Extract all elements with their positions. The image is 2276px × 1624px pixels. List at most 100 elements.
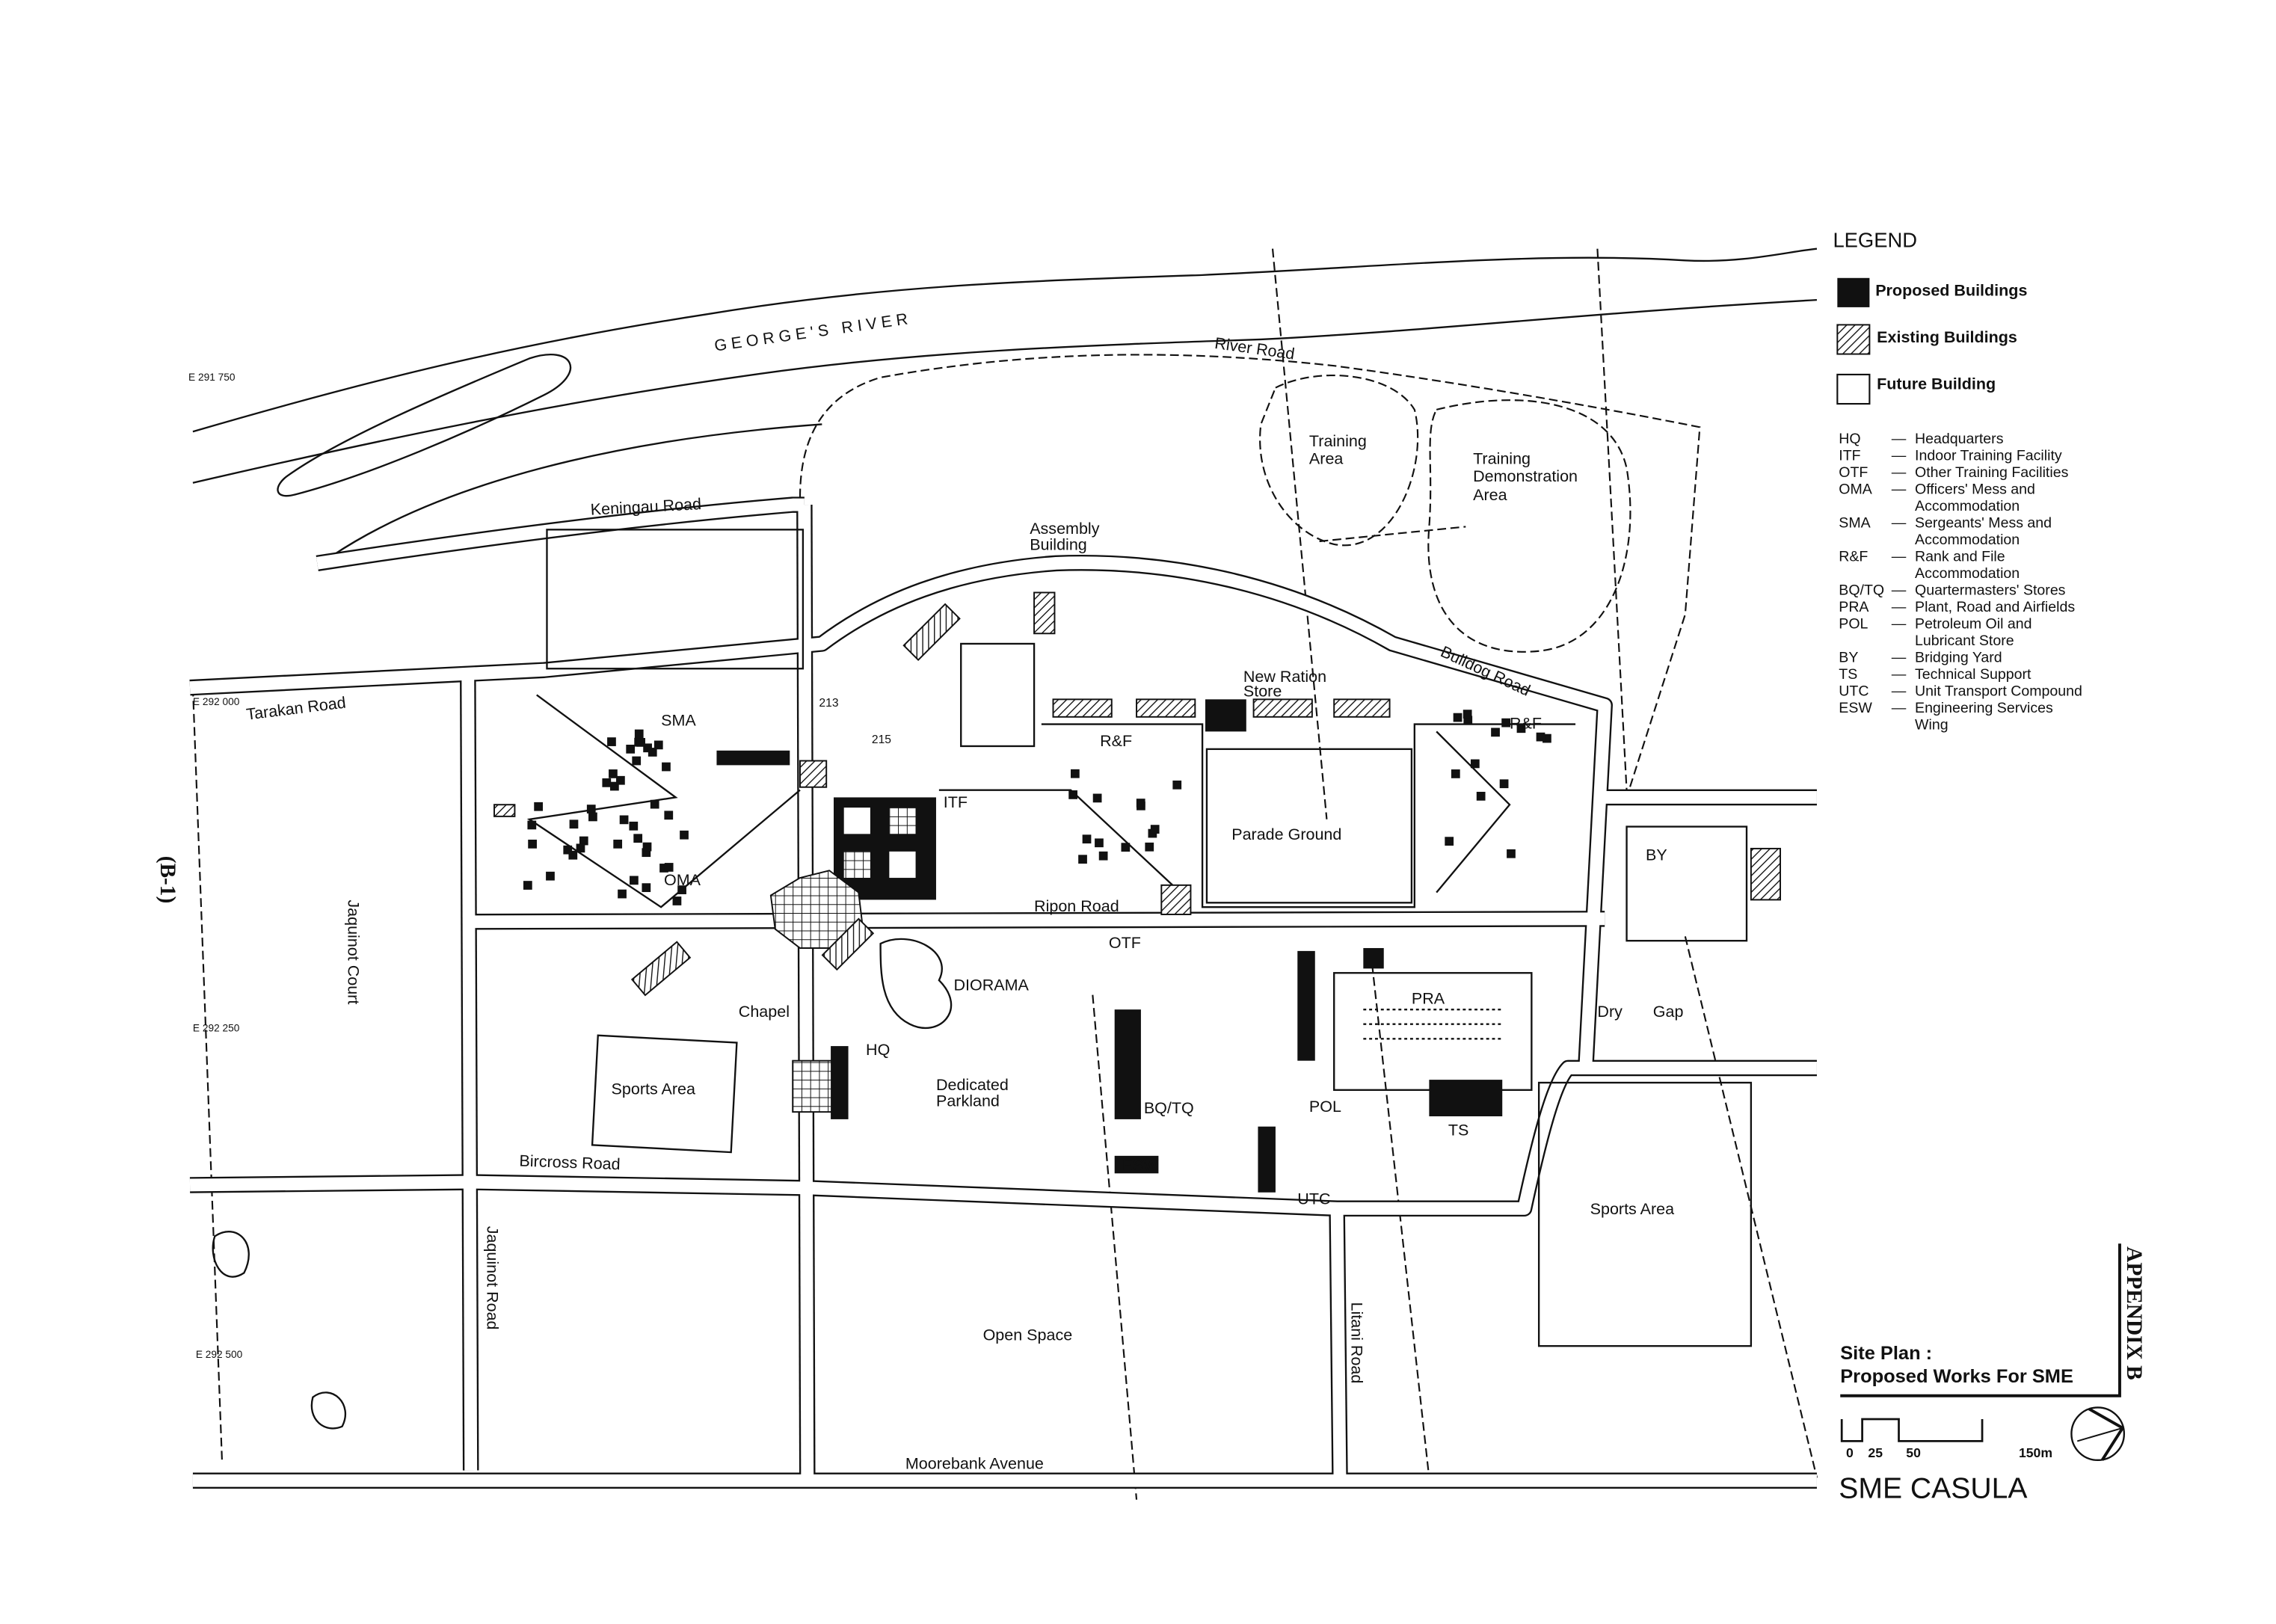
proposed-building xyxy=(680,830,689,840)
abbr-meaning: Wing xyxy=(1915,716,1949,733)
abbr-dash: — xyxy=(1892,666,1907,683)
proposed-building xyxy=(1445,837,1454,846)
proposed-building xyxy=(672,896,682,905)
scale-bar xyxy=(1840,1418,1984,1442)
abbr-meaning: Accommodation xyxy=(1915,498,2020,514)
abbr-1: ITF xyxy=(1839,447,1860,464)
appendix-label: APPENDIX B xyxy=(2122,1246,2146,1380)
proposed-building xyxy=(1078,855,1087,864)
proposed-building xyxy=(616,775,625,785)
assembly-label-1: Assembly xyxy=(1030,520,1100,538)
proposed-building xyxy=(1543,733,1551,743)
diorama-label: DIORAMA xyxy=(953,976,1029,994)
utc-label: UTC xyxy=(1297,1190,1330,1208)
proposed-building xyxy=(586,805,596,813)
bqtq-label: BQ/TQ xyxy=(1144,1099,1194,1117)
proposed-building xyxy=(1501,718,1510,728)
abbr-dash: — xyxy=(1892,447,1907,464)
sports-area-east-label: Sports Area xyxy=(1590,1200,1674,1218)
proposed-building xyxy=(1499,779,1509,789)
abbr-3: OMA xyxy=(1839,481,1872,497)
abbr-dash: — xyxy=(1892,683,1907,699)
abbr-meaning: Rank and File xyxy=(1915,548,2005,565)
abbr-12: ESW xyxy=(1839,700,1872,716)
proposed-building xyxy=(563,845,573,855)
grid-ref-1: E 291 750 xyxy=(188,372,236,383)
abbr-meaning: Accommodation xyxy=(1915,565,2020,582)
proposed-building xyxy=(602,778,612,787)
abbr-4: SMA xyxy=(1839,514,1870,531)
legend-future: Future Building xyxy=(1877,375,1996,393)
existing-swatch xyxy=(1836,324,1871,355)
abbr-meaning: Quartermasters' Stores xyxy=(1915,582,2066,598)
abbr-meaning: Sergeants' Mess and xyxy=(1915,514,2052,531)
grid-ref-2: E 292 000 xyxy=(193,696,240,707)
proposed-building xyxy=(1536,732,1545,742)
proposed-building xyxy=(659,864,668,873)
proposed-building xyxy=(1463,716,1473,725)
proposed-building xyxy=(1476,791,1486,801)
future-swatch xyxy=(1836,373,1871,405)
proposed-building xyxy=(1145,842,1154,852)
proposed-building xyxy=(1068,790,1077,799)
proposed-building xyxy=(618,889,627,899)
proposed-building xyxy=(642,883,651,893)
rf-east-label: R&F xyxy=(1510,714,1542,732)
proposed-swatch xyxy=(1837,277,1870,307)
proposed-building xyxy=(1098,851,1108,861)
abbr-dash: — xyxy=(1892,599,1907,615)
road-network xyxy=(189,496,1817,1489)
proposed-building xyxy=(568,850,578,860)
scale-25: 25 xyxy=(1868,1445,1883,1460)
abbr-dash: — xyxy=(1892,582,1907,598)
abbr-dash: — xyxy=(1892,615,1907,632)
litani-road-label: Litani Road xyxy=(1348,1302,1366,1384)
abbr-dash: — xyxy=(1892,649,1907,665)
proposed-building xyxy=(1121,843,1131,852)
proposed-building xyxy=(588,812,597,822)
proposed-building xyxy=(1137,801,1145,811)
moorebank-avenue-label: Moorebank Avenue xyxy=(905,1455,1044,1473)
proposed-building xyxy=(636,737,645,747)
proposed-building xyxy=(523,881,532,890)
proposed-building xyxy=(1451,769,1460,778)
proposed-building xyxy=(642,848,651,858)
river-label: GEORGE'S RIVER xyxy=(713,310,914,355)
proposed-building xyxy=(662,762,671,772)
gap-label: Gap xyxy=(1653,1003,1684,1021)
by-label: BY xyxy=(1646,846,1667,864)
grid-ref-4: E 292 500 xyxy=(196,1349,243,1360)
abbr-meaning: Accommodation xyxy=(1915,532,2020,548)
proposed-building xyxy=(642,842,652,852)
proposed-building xyxy=(534,802,543,811)
buildings xyxy=(493,591,1781,1193)
site-name: SME CASULA xyxy=(1839,1473,2028,1505)
sports-area-west-label: Sports Area xyxy=(612,1080,695,1098)
bircross-road-label: Bircross Road xyxy=(519,1152,621,1174)
chapel-label: Chapel xyxy=(739,1003,790,1021)
parkland-label-2: Parkland xyxy=(936,1092,1000,1110)
jaquinot-road-label: Jaquinot Road xyxy=(483,1226,501,1330)
abbr-meaning: Engineering Services xyxy=(1915,700,2053,716)
proposed-building xyxy=(626,744,636,754)
pra-label: PRA xyxy=(1412,989,1445,1007)
tarakan-road-label: Tarakan Road xyxy=(245,694,347,724)
proposed-building xyxy=(633,834,643,843)
abbr-meaning: Lubricant Store xyxy=(1915,633,2014,649)
proposed-building xyxy=(613,839,623,849)
otf-label: OTF xyxy=(1109,934,1141,952)
proposed-building xyxy=(576,843,585,853)
abbr-10: TS xyxy=(1839,666,1857,683)
proposed-building xyxy=(579,836,588,846)
abbr-dash: — xyxy=(1892,431,1907,447)
legend-title: LEGEND xyxy=(1833,229,1917,252)
building-213-label: 213 xyxy=(819,697,838,710)
jaquinot-court-label: Jaquinot Court xyxy=(344,899,362,1004)
proposed-building xyxy=(1095,838,1104,848)
training-area-label-2: Area xyxy=(1309,449,1343,467)
proposed-building xyxy=(1516,724,1526,733)
new-ration-label-2: Store xyxy=(1243,682,1282,700)
proposed-building xyxy=(1453,713,1463,722)
